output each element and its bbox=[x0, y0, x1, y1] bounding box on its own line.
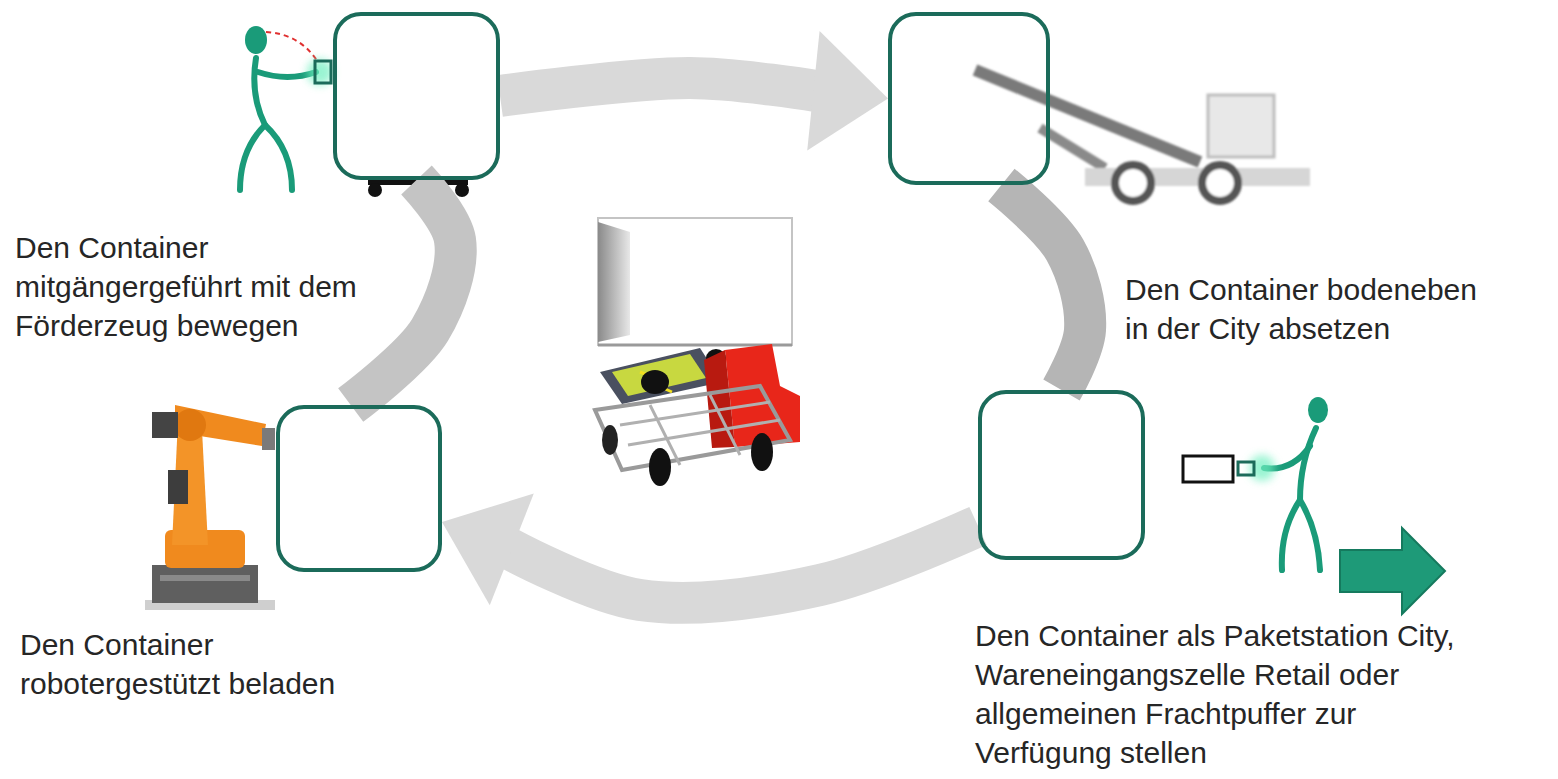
truck-with-container-part bbox=[595, 386, 790, 470]
station-caption: Den Container als Paketstation City, War… bbox=[975, 616, 1475, 772]
industrial-robot-part bbox=[168, 470, 188, 504]
arrow-band bbox=[351, 180, 456, 405]
tablet-part bbox=[1183, 456, 1233, 482]
trailer-part bbox=[1202, 165, 1238, 201]
truck-with-container-part bbox=[751, 433, 773, 471]
station-box: Den Container als Paketstation City, War… bbox=[978, 390, 1145, 560]
industrial-robot-part bbox=[160, 575, 250, 581]
control-link-part bbox=[266, 32, 318, 62]
tablet bbox=[1183, 455, 1275, 482]
operator-with-tablet-part bbox=[1300, 500, 1320, 570]
walking-operator-part bbox=[245, 26, 267, 54]
station-caption: Den Container mitgängergeführt mit dem F… bbox=[15, 228, 415, 345]
industrial-robot-part bbox=[262, 428, 275, 450]
industrial-robot bbox=[145, 405, 275, 610]
trailer-part bbox=[975, 70, 1200, 162]
arrow-band bbox=[508, 526, 978, 603]
operator-with-tablet-part bbox=[1300, 428, 1316, 500]
tablet-part bbox=[1238, 462, 1254, 475]
industrial-robot-part bbox=[175, 405, 266, 446]
cycle-arrow bbox=[442, 494, 978, 606]
walking-operator-part bbox=[265, 125, 292, 190]
station-caption: Den Container bodeneben in der City abse… bbox=[1125, 270, 1495, 348]
industrial-robot-part bbox=[152, 565, 258, 603]
arrow-band bbox=[1001, 185, 1085, 390]
walking-operator-part bbox=[240, 125, 265, 190]
trailer-part bbox=[1115, 165, 1151, 201]
cycle-arrow bbox=[351, 180, 456, 405]
truck-with-container-part bbox=[620, 402, 770, 425]
station-box: Den Container mitgängergeführt mit dem F… bbox=[333, 12, 500, 180]
truck-with-container-part bbox=[710, 395, 740, 455]
cycle-arrow bbox=[1001, 185, 1085, 390]
truck-with-container-part bbox=[598, 222, 630, 342]
operator-with-tablet bbox=[1264, 397, 1328, 570]
truck-with-container-part bbox=[649, 448, 671, 486]
control-link-part bbox=[315, 61, 331, 83]
truck-with-container-part bbox=[602, 425, 618, 455]
truck-with-container-part bbox=[598, 218, 792, 345]
operator-with-tablet-part bbox=[1308, 397, 1328, 423]
walking-operator bbox=[240, 26, 316, 190]
step-description: Den Container bodeneben in der City abse… bbox=[1125, 270, 1495, 348]
arrow-band bbox=[500, 78, 817, 96]
control-link-part bbox=[307, 59, 333, 85]
step-description: Den Container als Paketstation City, War… bbox=[975, 616, 1475, 772]
industrial-robot-part bbox=[152, 412, 178, 438]
station-caption: Den Container robotergestützt beladen bbox=[20, 625, 400, 703]
control-link bbox=[266, 32, 333, 85]
arrow-head bbox=[442, 494, 534, 606]
walking-operator-part bbox=[254, 58, 265, 125]
cycle-arrow bbox=[500, 31, 888, 150]
truck-with-container bbox=[595, 218, 800, 486]
step-description: Den Container robotergestützt beladen bbox=[20, 625, 400, 703]
truck-with-container-part bbox=[725, 344, 800, 447]
exit-arrow-part bbox=[1340, 528, 1445, 614]
truck-with-container-part bbox=[641, 370, 669, 394]
truck-with-container-part bbox=[612, 354, 706, 396]
station-box: Den Container robotergestützt beladen bbox=[276, 405, 442, 572]
step-description: Den Container mitgängergeführt mit dem F… bbox=[15, 228, 415, 345]
conveyor-wheels-part bbox=[368, 183, 382, 197]
trailer-part bbox=[1208, 95, 1274, 157]
station-box: Den Container bodeneben in der City abse… bbox=[888, 12, 1050, 185]
industrial-robot-part bbox=[174, 409, 206, 441]
arrow-head bbox=[807, 31, 888, 150]
exit-arrow bbox=[1340, 528, 1445, 614]
conveyor-wheels-part bbox=[455, 183, 469, 197]
operator-with-tablet-part bbox=[1282, 500, 1300, 570]
